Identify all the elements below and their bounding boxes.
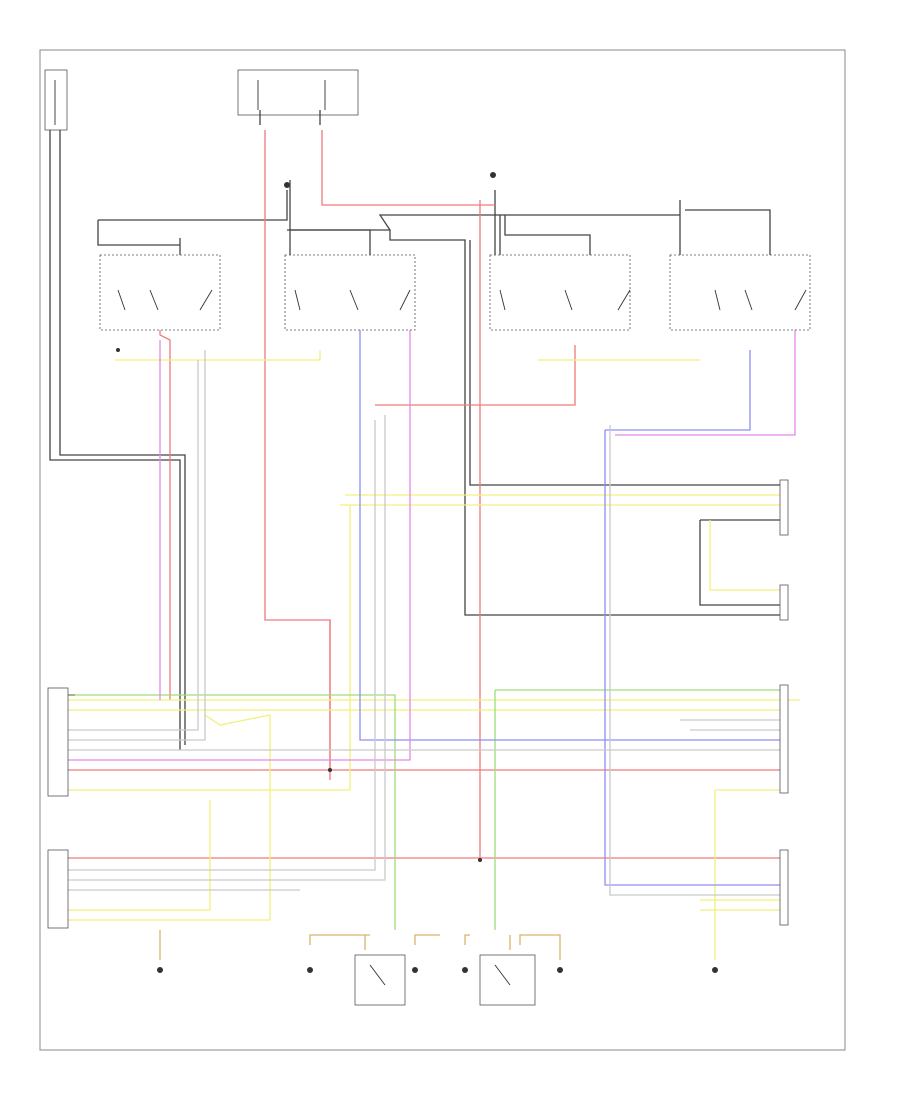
fuse-box-center <box>237 69 359 116</box>
connector-left-lower <box>47 849 69 929</box>
switch-block-right-2 <box>669 254 811 331</box>
switch-block-right-1 <box>489 254 631 331</box>
violet-wire-group <box>68 300 796 761</box>
bottom-switch-right <box>479 954 536 1006</box>
diagram-frame <box>39 49 846 1051</box>
blue-wire-group <box>359 300 780 886</box>
connector-right-lower <box>779 849 789 926</box>
bottom-switch-left <box>354 954 406 1006</box>
switch-block-left-2 <box>284 254 416 331</box>
ground-points <box>157 768 718 973</box>
gray-wire-group <box>68 350 780 896</box>
yellow-wire-group <box>68 350 800 960</box>
splice-connector-top-left <box>284 182 290 188</box>
connector-left-upper <box>47 687 75 797</box>
orange-wire-group <box>159 930 561 960</box>
switch-block-left-1 <box>99 254 221 352</box>
green-wire-group <box>68 689 780 930</box>
connector-right-mid <box>779 479 789 621</box>
fuse-box-left <box>44 69 68 131</box>
splice-connector-top-right <box>490 172 496 178</box>
connector-right-upper <box>779 684 789 794</box>
